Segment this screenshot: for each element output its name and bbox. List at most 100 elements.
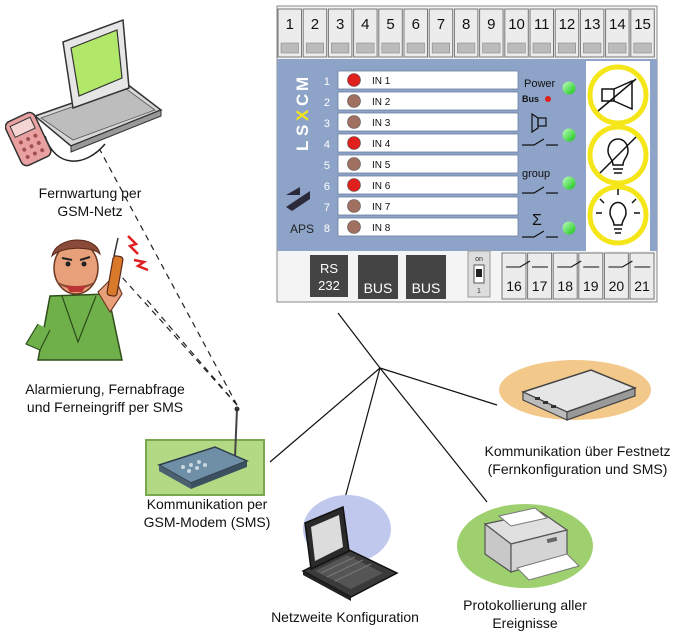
top-terminal-13: 13	[579, 8, 605, 58]
terminal-label: 4	[361, 16, 369, 33]
power-label: Power	[524, 78, 556, 90]
top-terminal-10: 10	[504, 8, 529, 58]
input-label: IN 1	[372, 76, 391, 87]
group-switch-icon	[522, 186, 558, 194]
lamp-on-icon	[596, 189, 640, 234]
bus-port-2: BUS	[406, 255, 446, 299]
line-to-laptop	[344, 367, 381, 499]
input-led	[347, 199, 361, 213]
terminal-label: 9	[487, 16, 495, 33]
group-label: group	[522, 168, 550, 180]
terminal-switch-icon	[506, 260, 548, 268]
dashed-to-phone-1	[119, 274, 238, 406]
sum-switch-icon	[522, 230, 558, 238]
terminal-label: 10	[508, 16, 525, 33]
svg-text:BUS: BUS	[364, 280, 393, 296]
bottom-terminal-20: 20	[603, 252, 629, 300]
terminal-label: 15	[634, 16, 651, 33]
sum-symbol: Σ	[532, 212, 542, 229]
shutter-icon	[597, 78, 637, 112]
gsm-modem-icon	[157, 406, 249, 489]
input-label: IN 8	[372, 223, 391, 234]
input-row-3: 3 IN 3	[324, 112, 519, 132]
network-config-laptop-icon	[301, 495, 399, 601]
output-ring-1	[587, 64, 649, 126]
brand-letter: M	[293, 77, 312, 91]
input-number: 7	[324, 202, 330, 214]
input-led	[347, 178, 361, 192]
top-terminal-4: 4	[353, 8, 378, 58]
brand-letter: L	[293, 141, 312, 151]
line-to-printer	[379, 367, 488, 503]
input-number: 1	[324, 76, 330, 88]
terminal-switch-icon	[608, 260, 651, 268]
dashed-to-phone-2	[146, 299, 238, 406]
caption-logging: Protokollierung aller Ereignisse	[463, 597, 587, 631]
bottom-terminal-17: 17	[527, 252, 553, 300]
input-led	[347, 220, 361, 234]
terminal-label: 12	[559, 16, 576, 33]
top-terminal-11: 11	[529, 8, 554, 58]
terminal-label: 11	[534, 16, 550, 33]
input-number: 3	[324, 118, 330, 130]
top-terminal-3: 3	[327, 8, 353, 58]
bottom-terminal-19: 19	[578, 252, 604, 300]
top-terminal-2: 2	[302, 8, 328, 58]
group-led	[562, 176, 576, 190]
rs232-port: RS 232	[310, 255, 348, 297]
person-with-phone-icon	[25, 235, 149, 361]
caption-gsm-net: Fernwartung per GSM-Netz	[38, 185, 142, 219]
bottom-terminal-16: 16	[501, 252, 527, 300]
input-label: IN 6	[372, 181, 391, 192]
input-label: IN 3	[372, 118, 391, 129]
caption-network-config: Netzweite Konfiguration	[271, 609, 419, 625]
brand-letter: S	[293, 125, 312, 136]
terminal-label: 3	[336, 16, 344, 33]
terminal-label: 5	[386, 16, 394, 33]
svg-text:BUS: BUS	[412, 280, 441, 296]
top-terminal-7: 7	[428, 8, 454, 58]
svg-text:232: 232	[318, 278, 340, 293]
terminal-label: 1	[286, 16, 294, 33]
bottom-terminal-row: 16 17 18 19 20 21	[501, 252, 655, 300]
input-number: 2	[324, 97, 330, 109]
terminal-label: 20	[609, 278, 625, 294]
line-to-landline-modem	[379, 367, 498, 406]
relay-icon	[522, 112, 558, 146]
terminal-label: 21	[634, 278, 650, 294]
svg-text:RS: RS	[320, 261, 338, 276]
terminal-label: 17	[532, 278, 548, 294]
caption-sms: Alarmierung, Fernabfrage und Ferneingrif…	[25, 381, 185, 415]
top-terminal-14: 14	[605, 8, 630, 58]
svg-text:1: 1	[477, 288, 481, 295]
input-led	[347, 136, 361, 150]
output-ring-2	[587, 124, 649, 186]
terminal-label: 14	[609, 16, 626, 33]
top-terminal-12: 12	[554, 8, 580, 58]
output-ring-3	[587, 184, 649, 246]
terminal-label: 8	[462, 16, 470, 33]
bus-led	[545, 96, 551, 102]
terminal-label: 18	[557, 278, 573, 294]
aps-logo-text: APS	[290, 222, 314, 236]
top-terminal-9: 9	[479, 8, 504, 58]
dip-switch[interactable]: on 1	[467, 250, 491, 298]
top-terminal-5: 5	[378, 8, 403, 58]
terminal-label: 16	[506, 278, 522, 294]
dashed-to-laptop	[99, 149, 238, 406]
top-terminal-15: 15	[630, 8, 655, 58]
input-led	[347, 73, 361, 87]
terminal-label: 6	[412, 16, 420, 33]
input-number: 4	[324, 139, 330, 151]
input-led	[347, 157, 361, 171]
brand-letter: X	[293, 109, 312, 121]
svg-text:on: on	[475, 256, 483, 263]
